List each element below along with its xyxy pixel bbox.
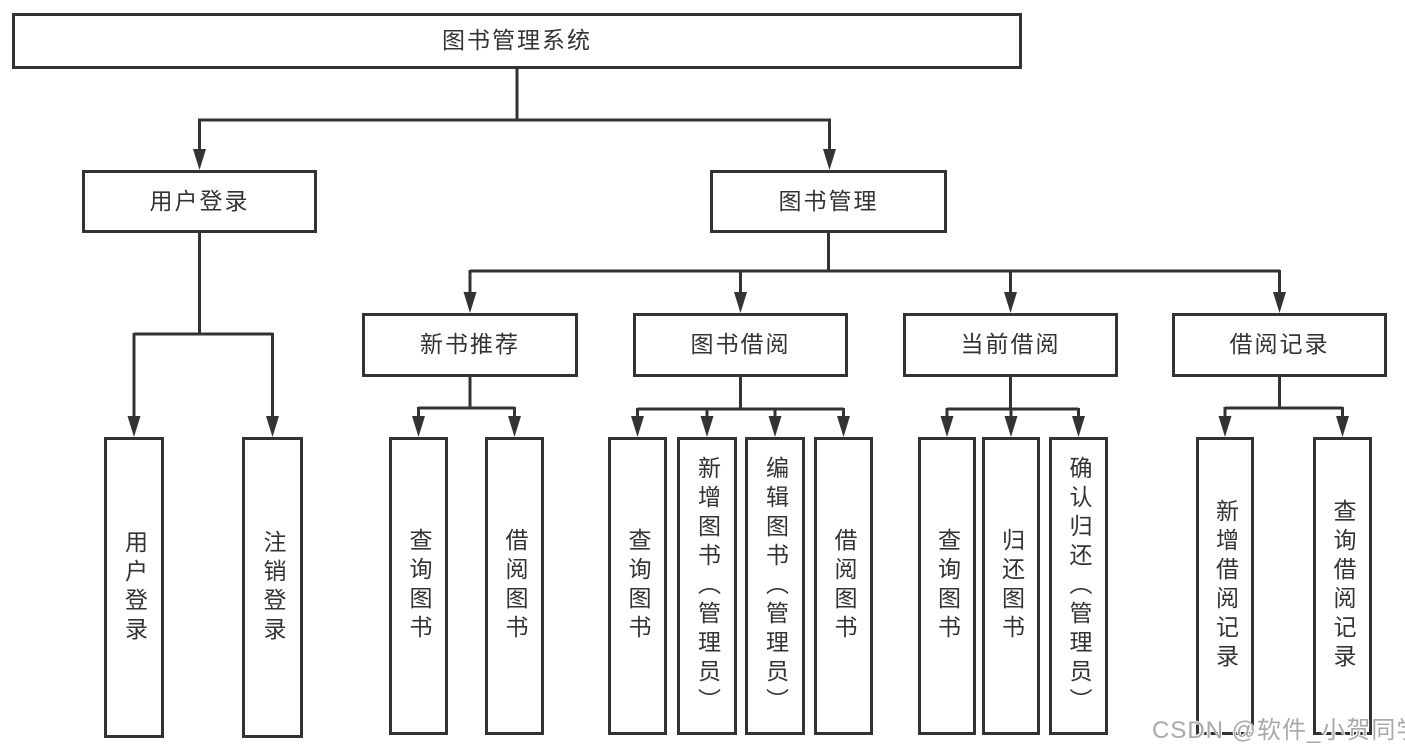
leaf-bb-query-books: 查询图书 bbox=[608, 437, 667, 735]
node-user-login: 用户登录 bbox=[82, 170, 317, 233]
leaf-bb-borrow-books: 借阅图书 bbox=[814, 437, 873, 735]
leaf-cb-return-books: 归还图书 bbox=[982, 437, 1040, 735]
node-book-borrow: 图书借阅 bbox=[633, 313, 848, 377]
leaf-bb-add-books-admin: 新增图书（管理员） bbox=[677, 437, 737, 735]
node-current-borrow: 当前借阅 bbox=[903, 313, 1118, 377]
node-book-management: 图书管理 bbox=[710, 170, 947, 233]
node-root: 图书管理系统 bbox=[12, 13, 1022, 69]
leaf-bb-edit-books-admin: 编辑图书（管理员） bbox=[745, 437, 805, 735]
leaf-user-login: 用户登录 bbox=[104, 437, 164, 738]
leaf-nb-borrow-books: 借阅图书 bbox=[485, 437, 544, 735]
leaf-cb-confirm-return-admin: 确认归还（管理员） bbox=[1049, 437, 1108, 735]
node-borrow-records: 借阅记录 bbox=[1172, 313, 1387, 377]
leaf-nb-query-books: 查询图书 bbox=[389, 437, 448, 735]
node-new-book-recommend: 新书推荐 bbox=[362, 313, 578, 377]
leaf-br-add-record: 新增借阅记录 bbox=[1196, 437, 1254, 735]
leaf-logout: 注销登录 bbox=[242, 437, 303, 738]
leaf-cb-query-books: 查询图书 bbox=[918, 437, 976, 735]
leaf-br-query-record: 查询借阅记录 bbox=[1313, 437, 1372, 735]
watermark-text: CSDN @软件_小贺同学 bbox=[1152, 717, 1405, 744]
